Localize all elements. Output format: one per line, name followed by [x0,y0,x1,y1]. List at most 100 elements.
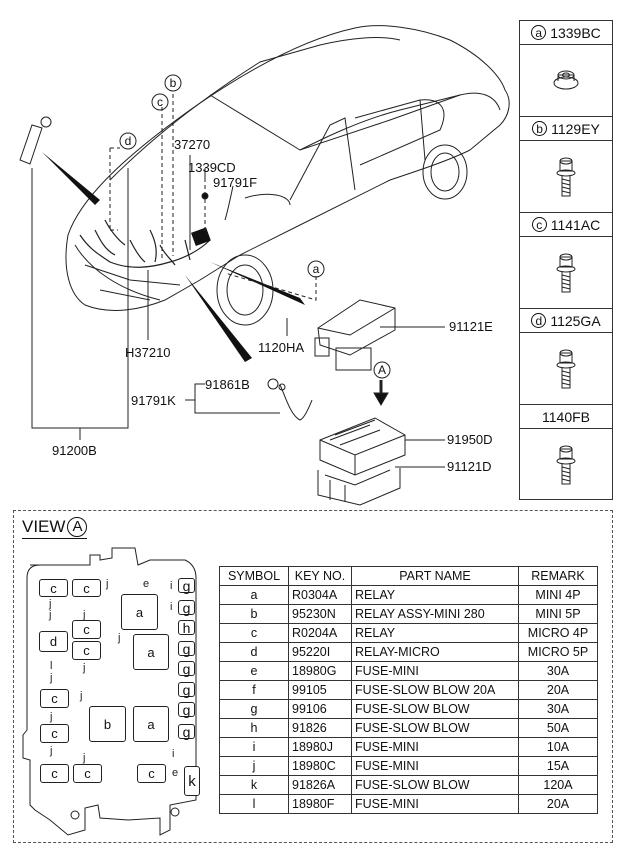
cell-symbol: d [219,642,289,662]
relay-c: c [40,689,69,708]
relay-c: c [137,764,166,783]
header-remark: REMARK [518,566,598,586]
fastener-part-no: 1339BC [550,24,601,41]
cell-part-name: RELAY [351,585,519,605]
fastener-part-no: 1125GA [550,312,601,329]
view-title-text: VIEW [22,517,66,536]
cell-key-no: 18980J [288,737,352,757]
fastener-cell-1140FB: 1140FB [520,405,612,500]
fastener-part-no: 1129EY [551,120,600,137]
cell-part-name: RELAY-MICRO [351,642,519,662]
relay-a: a [133,706,169,742]
view-a-panel: VIEW A [13,510,613,843]
ref-circles [119,74,391,379]
mini-fuse-j: j [80,690,83,702]
relay-c: c [72,620,101,639]
cell-key-no: 18980F [288,794,352,814]
cell-key-no: 95220I [288,642,352,662]
cell-remark: 120A [518,775,598,795]
mini-fuse-i: i [170,601,173,613]
cell-remark: 50A [518,718,598,738]
cell-part-name: RELAY ASSY-MINI 280 [351,604,519,624]
cell-symbol: a [219,585,289,605]
ref-d-label: d [125,134,132,148]
mini-fuse-j: j [49,609,52,621]
callout-91200B: 91200B [52,443,97,458]
mini-fuse-e: e [143,578,149,590]
mini-fuse-l: l [50,660,53,672]
cell-remark: 10A [518,737,598,757]
callout-37270: 37270 [174,137,211,152]
harness-wires [79,219,211,268]
fuse-g: g [178,641,195,657]
cell-remark: 20A [518,680,598,700]
callout-91121D: 91121D [447,459,492,474]
cell-part-name: RELAY [351,623,519,643]
cell-symbol: h [219,718,289,738]
junction-box-91950D [317,417,406,506]
ref-circle-c: c [531,217,547,232]
relay-a: a [121,594,158,630]
connector-illustration [19,116,52,165]
cell-remark: MINI 5P [518,604,598,624]
mini-fuse-i: i [172,748,175,760]
relay-box-cover-91121E [314,299,396,371]
cell-remark: 30A [518,699,598,719]
mini-fuse-e: e [172,767,178,779]
leader-wedges [42,152,305,362]
header-symbol: SYMBOL [219,566,289,586]
cell-key-no: 95230N [288,604,352,624]
cell-key-no: R0204A [288,623,352,643]
ref-circle-b: b [532,121,548,136]
cell-remark: MICRO 4P [518,623,598,643]
callout-1120HA: 1120HA [258,340,305,355]
fuse-g: g [178,702,195,718]
mini-fuse-i: i [170,580,173,592]
table-header-row: SYMBOL KEY NO. PART NAME REMARK [219,566,598,586]
callout-91861B: 91861B [205,377,250,392]
view-a-title: VIEW A [22,517,88,539]
ref-circle-d: d [531,313,547,328]
callout-91950D: 91950D [447,432,493,447]
fuse-g: g [178,600,195,616]
cell-key-no: 18980C [288,756,352,776]
relay-c: c [73,764,102,783]
fuse-g: g [178,578,195,594]
fuse-g: g [178,682,195,698]
ref-a-label: a [313,262,320,276]
fuse-box-outline [22,547,197,836]
cell-part-name: FUSE-MINI [351,661,519,681]
header-key-no: KEY NO. [288,566,352,586]
cell-part-name: FUSE-SLOW BLOW [351,775,519,795]
cell-part-name: FUSE-MINI [351,756,519,776]
mini-fuse-j: j [50,672,53,684]
cell-key-no: 99105 [288,680,352,700]
ref-c-label: c [157,95,163,109]
reference-lines [109,94,317,301]
bolt-icon [556,253,576,293]
cell-key-no: 18980G [288,661,352,681]
cell-key-no: R0304A [288,585,352,605]
fastener-part-no: 1141AC [550,216,601,233]
mini-fuse-j: j [83,662,86,674]
cell-part-name: FUSE-SLOW BLOW [351,718,519,738]
relay-c: c [40,724,69,743]
cell-symbol: l [219,794,289,814]
mini-fuse-j: j [50,711,53,723]
cell-symbol: e [219,661,289,681]
view-ref-circle: A [67,517,88,537]
